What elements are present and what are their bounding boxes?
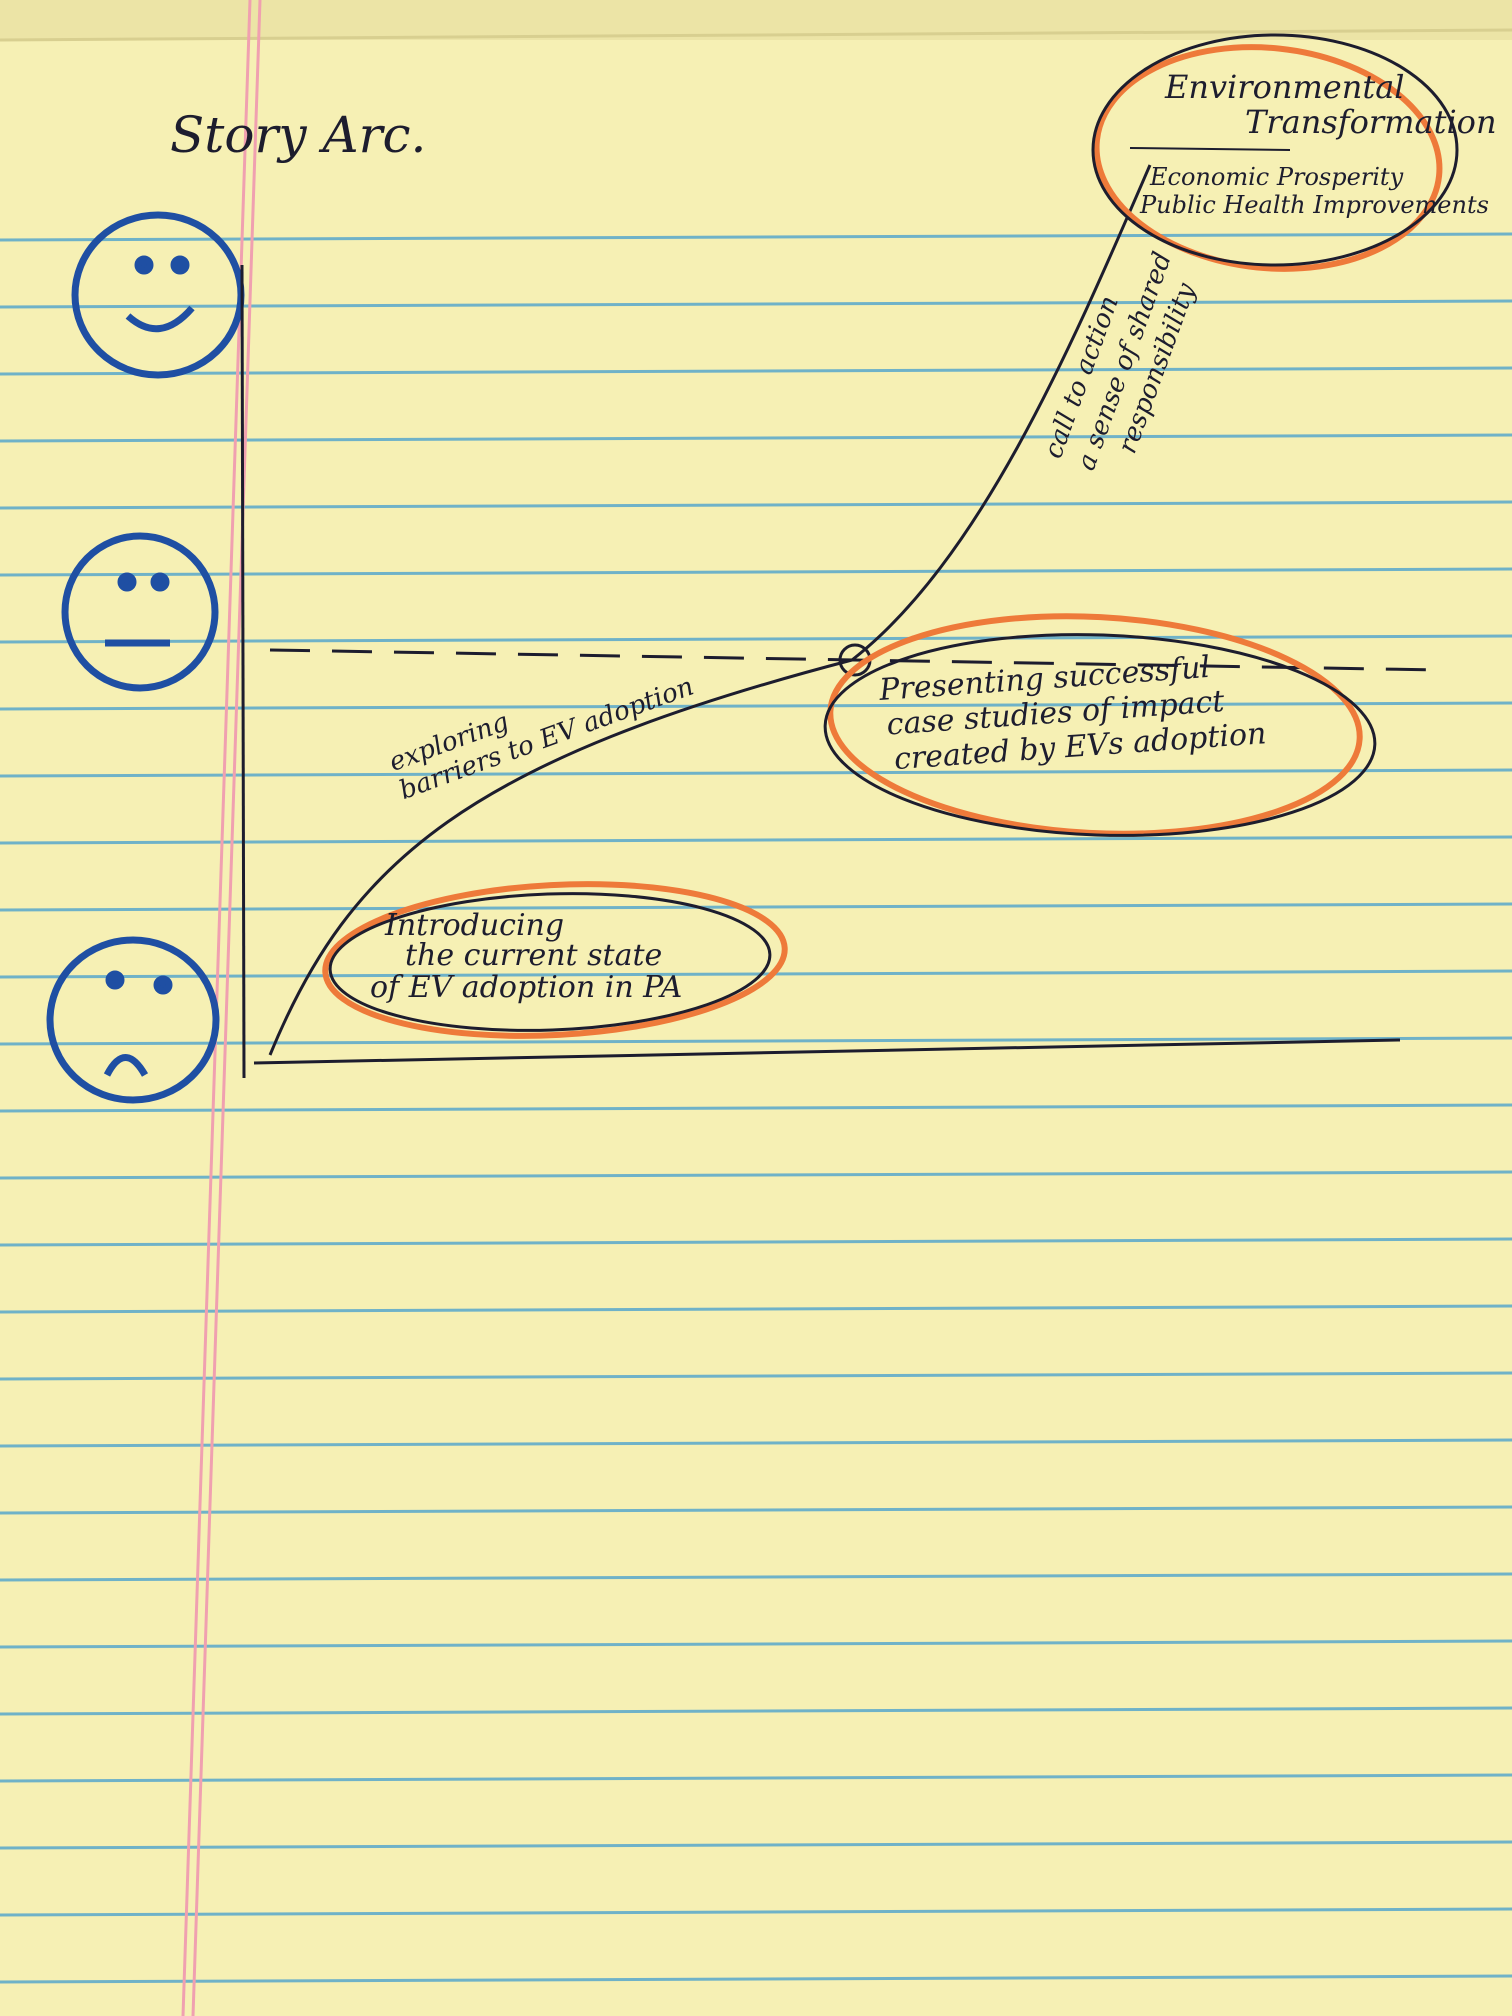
rule-line	[0, 1103, 1512, 1113]
y-axis	[240, 264, 246, 1079]
rule-line	[0, 299, 1512, 309]
rule-line	[0, 1773, 1512, 1783]
story-arc-line	[268, 164, 1152, 1056]
stage-end-line-1: Environmental	[1164, 68, 1405, 106]
rule-line	[0, 1907, 1512, 1917]
rule-line	[0, 1237, 1512, 1247]
x-axis	[253, 1038, 1401, 1065]
happy-face-icon	[71, 211, 245, 379]
stage-start-line-2: the current state	[405, 938, 662, 973]
sad-face-icon	[46, 936, 220, 1104]
rule-line	[0, 1304, 1512, 1314]
rule-line	[0, 1505, 1512, 1515]
stage-start-line-3: of EV adoption in PA	[370, 970, 682, 1005]
rule-line	[0, 835, 1512, 845]
stage-end-line-2: Transformation	[1245, 103, 1497, 141]
rule-line	[0, 902, 1512, 912]
stage-start: Introducing the current state of EV adop…	[322, 881, 788, 1039]
neutral-baseline	[269, 648, 1441, 672]
rule-line	[0, 634, 1512, 644]
svg-text:Environmental Transforma: Environmental Transformation	[1164, 68, 1497, 141]
stage-end: Environmental Transformation Economic Pr…	[1091, 33, 1497, 272]
rule-line	[0, 1438, 1512, 1448]
rule-line	[0, 1974, 1512, 1984]
transition-rising: exploring barriers to EV adoption	[385, 643, 698, 806]
stage-start-line-1: Introducing	[384, 908, 564, 943]
svg-text:Presenting successful ca: Presenting successful case studies of im…	[877, 646, 1267, 778]
svg-text:Economic Prosperity Publ: Economic Prosperity Public Health Improv…	[1139, 163, 1489, 219]
rule-line	[0, 366, 1512, 376]
margin-line-2	[191, 0, 262, 2016]
ruled-lines	[0, 232, 1512, 1984]
stage-middle: Presenting successful case studies of im…	[823, 613, 1377, 837]
neutral-face-icon	[61, 532, 219, 692]
rule-line	[0, 567, 1512, 577]
rule-line	[0, 1371, 1512, 1381]
rule-line	[0, 1639, 1512, 1649]
svg-text:Introducing the current: Introducing the current state of EV adop…	[370, 908, 682, 1005]
rule-line	[0, 232, 1512, 242]
stage-end-line-4: Public Health Improvements	[1139, 191, 1489, 219]
stage-end-line-3: Economic Prosperity	[1149, 163, 1404, 191]
rule-line	[0, 1036, 1512, 1046]
rule-line	[0, 500, 1512, 510]
page-title: Story Arc.	[170, 106, 426, 164]
page-fold	[0, 0, 1512, 40]
rule-line	[0, 433, 1512, 443]
rule-line	[0, 701, 1512, 711]
rule-line	[0, 969, 1512, 979]
rule-line	[0, 1840, 1512, 1850]
rule-line	[0, 768, 1512, 778]
rule-line	[0, 1170, 1512, 1180]
rule-line	[0, 1572, 1512, 1582]
rule-line	[0, 1706, 1512, 1716]
fold-edge	[0, 28, 1512, 42]
